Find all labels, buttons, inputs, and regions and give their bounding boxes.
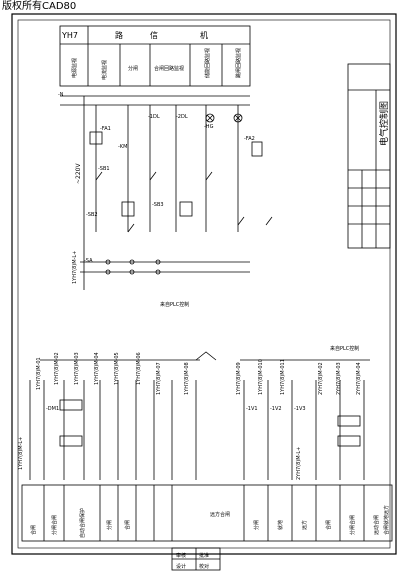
relay-coil-2 [121, 201, 135, 217]
label-1v1: -1V1 [246, 406, 258, 412]
label-wire-l: 1YH7(8)M-L+ [72, 251, 78, 284]
terminal-label-7: 1YH7(8)M-06 [136, 352, 142, 385]
label-n: -N [58, 92, 64, 98]
terminal-label-13: 2YH7(8)M-L+ [296, 447, 302, 480]
footer-strip: 审核 批准 设计 校对 [171, 547, 221, 571]
label-sb2: -SB2 [86, 212, 98, 218]
top-table-cell-3: 分闸 [128, 65, 138, 72]
control-circuit: ~220V -SB1 -SB2 -SB3 -KM -1DL -2DL -HG -… [58, 92, 273, 290]
relay-coil-1 [89, 131, 103, 145]
footer-cell-3: 设计 [176, 563, 186, 570]
bottom-table: 合闸 分闸合闸 自动合闸保护 分闸 合闸 远方合闸 分闸 就地 远方 合闸 分闸… [21, 484, 393, 542]
title-block: 电气控制图 [347, 63, 391, 249]
bottom-cell-13: 分闸合闸 [349, 515, 356, 535]
bottom-cell-2: 分闸合闸 [51, 515, 58, 535]
terminal-label-14: 2YH7(8)M-02 [318, 362, 324, 395]
label-1dl: -1DL [148, 114, 160, 120]
drawing-name: 电气控制图 [378, 101, 390, 146]
terminal-label-4: 1YH7(8)M-03 [74, 352, 80, 385]
label-1v3: -1V3 [294, 406, 306, 412]
top-table-cell-4: 合闸回路监视 [154, 65, 184, 72]
label-2dl: -2DL [176, 114, 188, 120]
terminal-label-10: 1YH7(8)M-09 [236, 362, 242, 395]
lamp-hg [205, 113, 215, 123]
terminal-label-1: 1YH7(8)M-L+ [18, 437, 24, 470]
bottom-cell-7: 远方合闸 [210, 511, 230, 518]
plc-note-2: 来自PLC控制 [330, 345, 359, 352]
top-table: YH7 路 信 机 电源监视 电流监视 分闸 合闸回路监视 储能回路监视 跳闸回… [59, 25, 251, 87]
terminal-label-3: 1YH7(8)M-02 [54, 352, 60, 385]
top-table-header-1: 路 [115, 30, 123, 40]
label-km: -KM [118, 144, 127, 150]
footer-cell-4: 校对 [199, 563, 209, 570]
top-table-cell-2: 电流监视 [101, 60, 108, 80]
label-fa2: -FA2 [244, 136, 255, 142]
lamp-hr [233, 113, 243, 123]
bottom-cell-15: 合闸就地远方 [383, 505, 390, 535]
top-table-code: YH7 [61, 31, 78, 40]
label-fa1: -FA1 [100, 126, 111, 132]
terminal-columns: -DM1 -1V1 -1V2 -1V3 [29, 351, 370, 480]
bottom-cell-10: 就地 [277, 520, 284, 530]
voltage-label: ~220V [75, 163, 82, 184]
label-dm1: -DM1 [46, 406, 59, 412]
bottom-cell-12: 合闸 [325, 520, 332, 530]
terminal-label-5: 1YH7(8)M-04 [94, 352, 100, 385]
bottom-cell-3: 自动合闸保护 [79, 508, 86, 538]
footer-cell-1: 审核 [176, 552, 186, 559]
switch-row: 来自PLC控制 来自PLC控制 1YH7(8)M-L+ [72, 251, 359, 352]
label-sa: -SA [84, 258, 93, 264]
top-table-header-3: 机 [200, 30, 208, 40]
top-table-cell-5: 储能回路监视 [204, 48, 211, 78]
bottom-cell-9: 分闸 [253, 520, 260, 530]
terminal-label-12: 1YH7(8)M-011 [280, 359, 286, 395]
footer-cell-2: 批准 [199, 552, 209, 559]
label-1v2: -1V2 [270, 406, 282, 412]
terminal-label-8: 1YH7(8)M-07 [156, 362, 162, 395]
plc-note-1: 来自PLC控制 [160, 301, 189, 308]
bottom-cell-4: 分闸 [106, 520, 113, 530]
top-table-cell-6: 跳闸回路监视 [235, 48, 242, 78]
terminal-label-16: 2YH7(8)M-04 [356, 362, 362, 395]
terminal-labels: 1YH7(8)M-L+ 1YH7(8)M-01 1YH7(8)M-02 1YH7… [18, 352, 362, 480]
terminal-label-15: 2YH7(8)M-03 [336, 362, 342, 395]
bottom-cell-11: 远方 [301, 520, 308, 530]
terminal-label-2: 1YH7(8)M-01 [36, 357, 42, 390]
relay-coil-3 [179, 201, 193, 217]
bottom-cell-1: 合闸 [30, 525, 37, 535]
sheet-border [11, 13, 397, 555]
label-sb3: -SB3 [152, 202, 164, 208]
terminal-label-6: 1YH7(8)M-05 [114, 352, 120, 385]
bottom-cell-14: 远动合闸 [373, 515, 380, 535]
bottom-cell-5: 合闸 [124, 520, 131, 530]
top-table-cell-1: 电源监视 [71, 58, 78, 78]
top-table-header-2: 信 [150, 30, 158, 40]
label-hg: -HG [204, 124, 214, 130]
relay-coil-4 [251, 141, 263, 157]
terminal-label-11: 1YH7(8)M-010 [258, 359, 264, 395]
label-sb1: -SB1 [98, 166, 110, 172]
terminal-label-9: 1YH7(8)M-08 [184, 362, 190, 395]
copyright-header: 版权所有CAD80 [2, 1, 77, 12]
